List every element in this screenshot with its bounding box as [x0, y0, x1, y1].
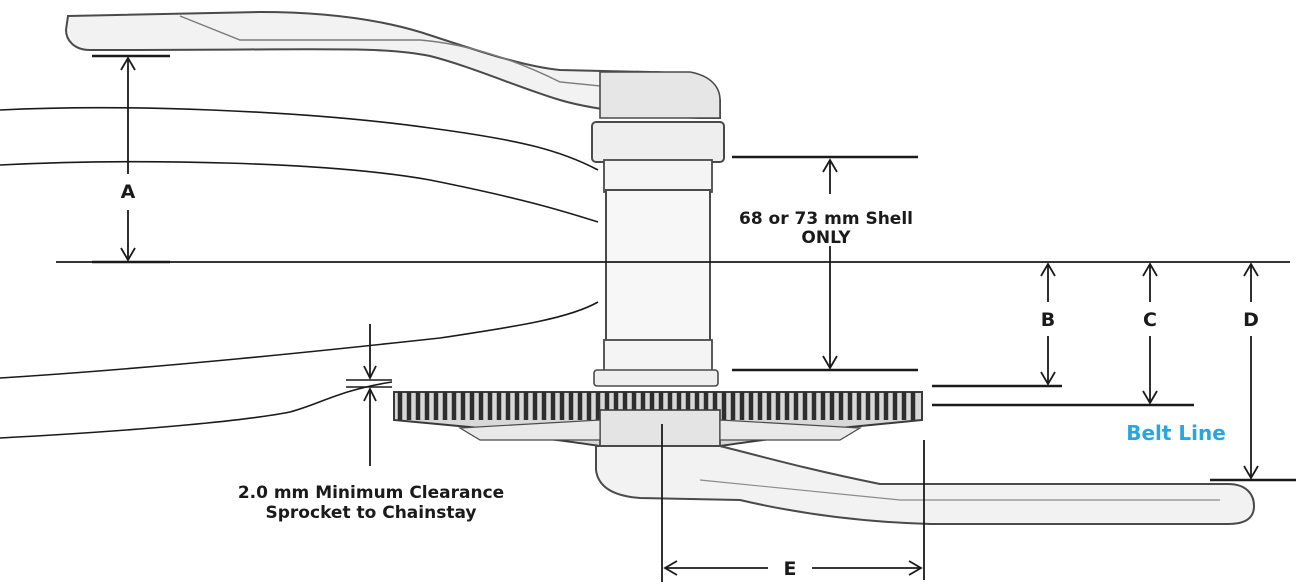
label-b: B [1041, 309, 1055, 331]
clearance-note-line2: Sprocket to Chainstay [266, 503, 477, 523]
spider-arm-right [719, 419, 862, 441]
upper-crank-arm [64, 10, 721, 119]
dim-b-arrow-bottom [1040, 371, 1056, 386]
dim-c-arrow-top [1142, 262, 1158, 277]
lower-chainstay-top-line [0, 301, 599, 379]
upper-crank-arm-boss [599, 71, 721, 119]
shell-arrow-bottom [822, 355, 838, 370]
chainstay-lines [0, 106, 599, 439]
upper-cup [591, 121, 725, 163]
spider-hub [599, 409, 721, 451]
label-d: D [1243, 309, 1259, 331]
clearance-arrow-bottom [363, 386, 377, 402]
lower-cup [593, 369, 719, 387]
shell-note-line1: 68 or 73 mm Shell [739, 209, 913, 229]
labels: A B C D E 68 or 73 mm Shell ONLY 2.0 mm … [121, 181, 1259, 580]
lower-cup-ring [603, 339, 713, 373]
dim-d-arrow-bottom [1243, 465, 1259, 480]
upper-chainstay-bottom-line [0, 160, 599, 223]
dimension-lines [56, 54, 1296, 582]
lower-crank-arm [595, 445, 1256, 525]
dim-d-arrow-top [1243, 262, 1259, 277]
upper-cup-ring [603, 159, 713, 193]
clearance-note-line1: 2.0 mm Minimum Clearance [238, 483, 504, 503]
clearance-arrow-top [363, 365, 377, 381]
dim-a-arrow-bottom [120, 247, 136, 262]
label-c: C [1143, 309, 1157, 331]
bottom-bracket [591, 121, 725, 387]
dim-b-arrow-top [1040, 262, 1056, 277]
spider-arm-left [458, 419, 601, 441]
lower-crank-arm-detail [699, 479, 1220, 501]
upper-chainstay-top-line [0, 106, 599, 171]
sprocket-teeth [397, 392, 916, 420]
belt-line-label: Belt Line [1126, 421, 1226, 445]
spindle [605, 189, 711, 343]
lower-crank-arm-body [595, 445, 1256, 525]
shell-note-line2: ONLY [801, 228, 851, 248]
dim-c-arrow-bottom [1142, 390, 1158, 405]
lower-chainstay-bottom-line [0, 381, 393, 439]
upper-crank-arm-detail [179, 15, 641, 91]
label-a: A [121, 181, 136, 203]
shell-arrow-top [822, 158, 838, 173]
dim-e-arrow-right [908, 560, 923, 576]
sprocket [393, 391, 923, 451]
dim-a-arrow-top [120, 56, 136, 71]
dim-e-arrow-left [663, 560, 678, 576]
label-e: E [784, 558, 797, 580]
